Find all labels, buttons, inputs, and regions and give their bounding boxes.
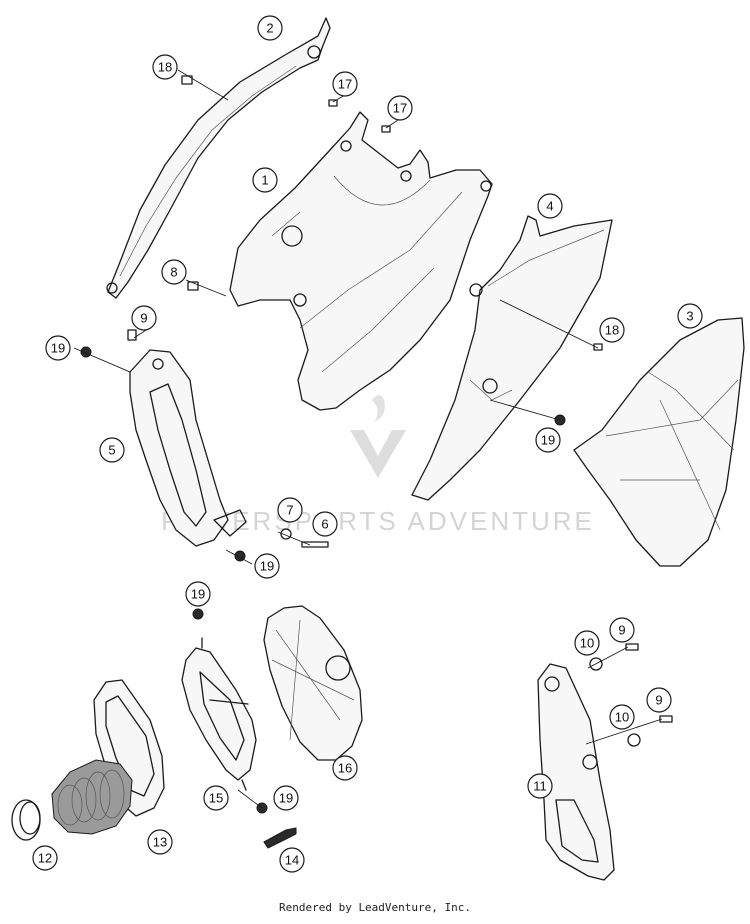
svg-text:19: 19 [51,341,65,356]
nut-17b [381,125,391,133]
svg-text:18: 18 [158,60,172,75]
callout-10-b: 10 [609,704,635,730]
nut-17a [328,99,338,107]
callout-18-a: 18 [152,54,178,80]
svg-text:10: 10 [580,636,594,651]
part-3-right-side-cover [573,317,745,567]
footer-credit: Rendered by LeadVenture, Inc. [278,901,472,914]
part-12-hose-clamp [11,799,41,841]
svg-text:11: 11 [533,779,547,794]
svg-text:3: 3 [686,309,693,324]
callout-19-c: 19 [254,553,280,579]
washer-7 [280,528,292,540]
callout-12: 12 [32,845,58,871]
nut-8 [187,281,199,291]
callout-17-a: 17 [332,71,358,97]
callout-9-upper: 9 [131,305,157,331]
bolt-9-a [625,643,639,651]
part-1-airbox-cover [229,111,493,411]
svg-text:13: 13 [153,835,167,850]
callout-6: 6 [312,511,338,537]
svg-text:6: 6 [321,517,328,532]
callout-11: 11 [527,773,553,799]
callout-18-b: 18 [599,317,625,343]
callout-15: 15 [203,785,229,811]
svg-text:17: 17 [393,101,407,116]
svg-text:2: 2 [266,21,273,36]
svg-text:5: 5 [108,443,115,458]
callout-3: 3 [677,303,703,329]
bolt-18-right [593,343,603,351]
svg-text:19: 19 [260,559,274,574]
bolt-6 [301,541,329,548]
svg-text:18: 18 [605,323,619,338]
svg-text:12: 12 [38,851,52,866]
callout-13: 13 [147,829,173,855]
svg-text:4: 4 [546,199,553,214]
washer-10-a [589,657,603,671]
svg-text:10: 10 [615,710,629,725]
watermark-text: POWERSPORTS ADVENTURE [161,506,595,536]
part-11-right-bracket [537,663,615,881]
watermark: POWERSPORTS ADVENTURE [161,395,595,536]
svg-text:16: 16 [338,761,352,776]
callout-7: 7 [277,497,303,523]
svg-text:19: 19 [541,433,555,448]
callout-10-a: 10 [574,630,600,656]
svg-text:19: 19 [279,791,293,806]
svg-text:9: 9 [140,311,147,326]
svg-text:17: 17 [338,77,352,92]
callout-19-e: 19 [273,785,299,811]
callout-19-b: 19 [535,427,561,453]
svg-text:14: 14 [285,853,299,868]
svg-text:19: 19 [191,587,205,602]
callouts: 1 2 3 4 5 6 7 8 9 9 9 10 10 11 12 13 14 … [32,15,703,873]
svg-text:1: 1 [261,173,268,188]
callout-19-a: 19 [45,335,71,361]
part-14-seal-strip [263,827,297,849]
intake-boot [51,759,133,835]
callout-4: 4 [537,193,563,219]
washer-10-b [627,733,641,747]
callout-16: 16 [332,755,358,781]
svg-text:8: 8 [170,265,177,280]
part-16-air-filter [263,605,363,761]
part-15-filter-cage [181,637,257,791]
callout-8: 8 [161,259,187,285]
callout-1: 1 [252,167,278,193]
grommet-19-d [192,608,204,620]
callout-5: 5 [99,437,125,463]
svg-text:7: 7 [286,503,293,518]
bolt-18 [181,75,193,85]
callout-9-right-b: 9 [646,687,672,713]
callout-17-b: 17 [387,95,413,121]
svg-text:15: 15 [209,791,223,806]
callout-14: 14 [279,847,305,873]
callout-2: 2 [257,15,283,41]
svg-text:9: 9 [655,693,662,708]
bolt-9-b [659,715,673,723]
part-2-side-rail [106,17,331,299]
callout-9-right-a: 9 [609,617,635,643]
bolt-9-upper [127,329,137,341]
part-5-bracket-frame [129,349,247,547]
callout-19-d: 19 [185,581,211,607]
svg-text:9: 9 [618,623,625,638]
part-4-left-side-cover [411,215,613,501]
